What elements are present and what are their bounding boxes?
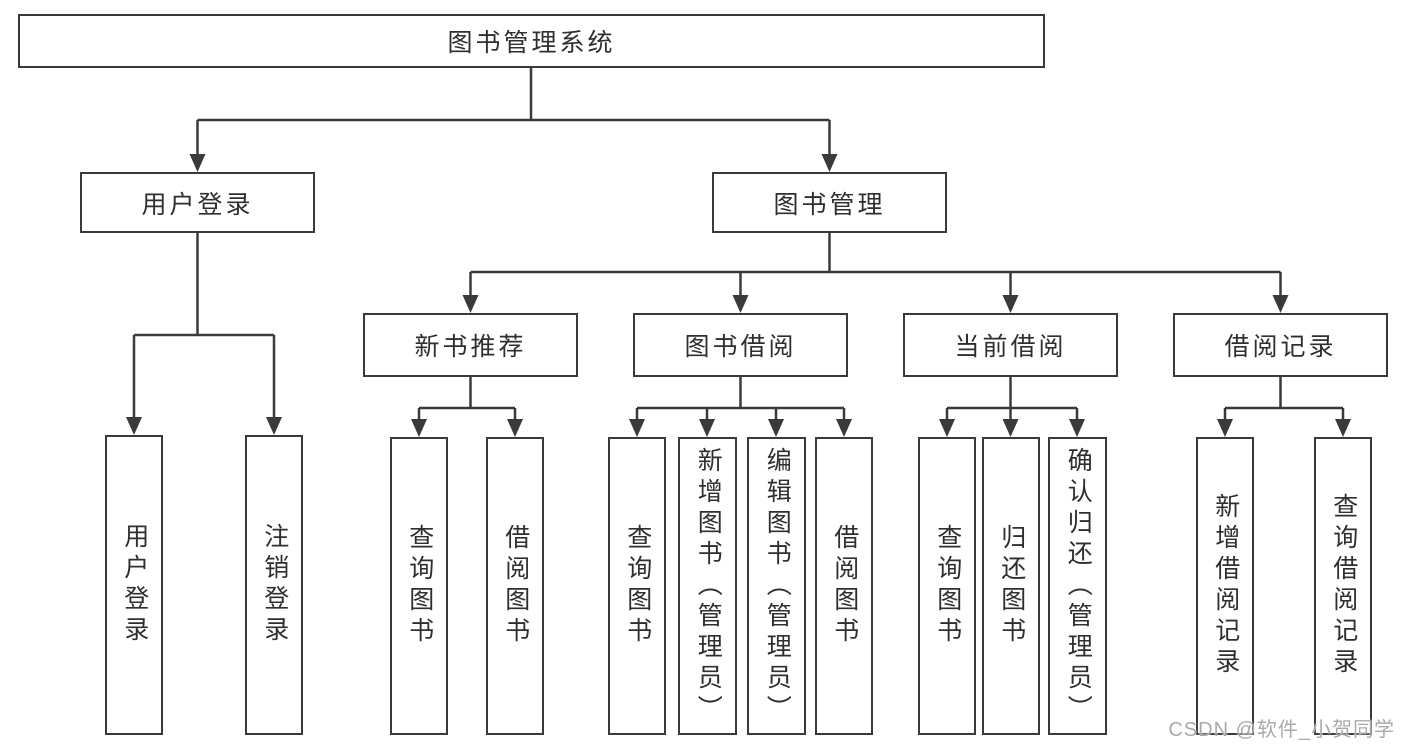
leaf-user-login: 用户登录 — [105, 435, 163, 735]
arrow-down-icon — [189, 154, 206, 172]
leaf-query-books-borrow-label: 查询图书 — [623, 524, 652, 648]
leaf-return-book-label: 归还图书 — [997, 524, 1026, 648]
leaf-add-book-admin-label: 新增图书（管理员） — [694, 446, 723, 726]
leaf-query-books-current: 查询图书 — [918, 437, 976, 735]
leaf-confirm-return-admin: 确认归还（管理员） — [1048, 437, 1107, 735]
arrow-down-icon — [699, 419, 715, 437]
arrow-down-icon — [411, 419, 427, 437]
arrow-down-icon — [939, 419, 955, 437]
leaf-borrow-books-recommend-label: 借阅图书 — [501, 524, 530, 648]
leaf-edit-book-admin-label: 编辑图书（管理员） — [763, 446, 792, 726]
leaf-confirm-return-admin-label: 确认归还（管理员） — [1064, 446, 1093, 726]
arrow-down-icon — [1217, 419, 1233, 437]
leaf-edit-book-admin: 编辑图书（管理员） — [747, 437, 806, 735]
leaf-add-borrow-record: 新增借阅记录 — [1196, 437, 1254, 735]
arrow-down-icon — [836, 419, 852, 437]
leaf-logout-label: 注销登录 — [260, 523, 289, 647]
watermark: CSDN @软件_小贺同学 — [1168, 719, 1395, 741]
arrow-down-icon — [821, 154, 838, 172]
leaf-borrow-books-2-label: 借阅图书 — [830, 524, 859, 648]
arrow-down-icon — [629, 419, 645, 437]
node-root: 图书管理系统 — [18, 14, 1045, 68]
arrow-down-icon — [462, 295, 479, 313]
node-current-borrow: 当前借阅 — [903, 313, 1118, 377]
node-book-management: 图书管理 — [712, 172, 947, 233]
arrow-down-icon — [126, 417, 142, 435]
arrow-down-icon — [266, 417, 282, 435]
node-book-borrow: 图书借阅 — [633, 313, 848, 377]
node-borrow-records: 借阅记录 — [1173, 313, 1388, 377]
node-new-book-recommend: 新书推荐 — [363, 313, 578, 377]
leaf-user-login-label: 用户登录 — [120, 523, 149, 647]
leaf-query-books-borrow: 查询图书 — [608, 437, 666, 735]
arrow-down-icon — [1335, 419, 1351, 437]
leaf-query-borrow-record-label: 查询借阅记录 — [1329, 493, 1358, 679]
arrow-down-icon — [507, 419, 523, 437]
arrow-down-icon — [1002, 419, 1019, 437]
leaf-query-books-current-label: 查询图书 — [933, 524, 962, 648]
leaf-query-books-recommend: 查询图书 — [390, 437, 448, 735]
leaf-query-borrow-record: 查询借阅记录 — [1314, 437, 1372, 735]
arrow-down-icon — [1069, 419, 1085, 437]
leaf-query-books-recommend-label: 查询图书 — [405, 524, 434, 648]
leaf-logout: 注销登录 — [245, 435, 303, 735]
leaf-add-book-admin: 新增图书（管理员） — [678, 437, 737, 735]
arrow-down-icon — [1272, 295, 1289, 313]
node-user-login: 用户登录 — [80, 172, 315, 233]
leaf-borrow-books-2: 借阅图书 — [815, 437, 873, 735]
arrow-down-icon — [768, 419, 784, 437]
leaf-return-book: 归还图书 — [982, 437, 1040, 735]
arrow-down-icon — [1002, 295, 1019, 313]
arrow-down-icon — [732, 295, 749, 313]
leaf-borrow-books-recommend: 借阅图书 — [486, 437, 544, 735]
leaf-add-borrow-record-label: 新增借阅记录 — [1211, 493, 1240, 679]
